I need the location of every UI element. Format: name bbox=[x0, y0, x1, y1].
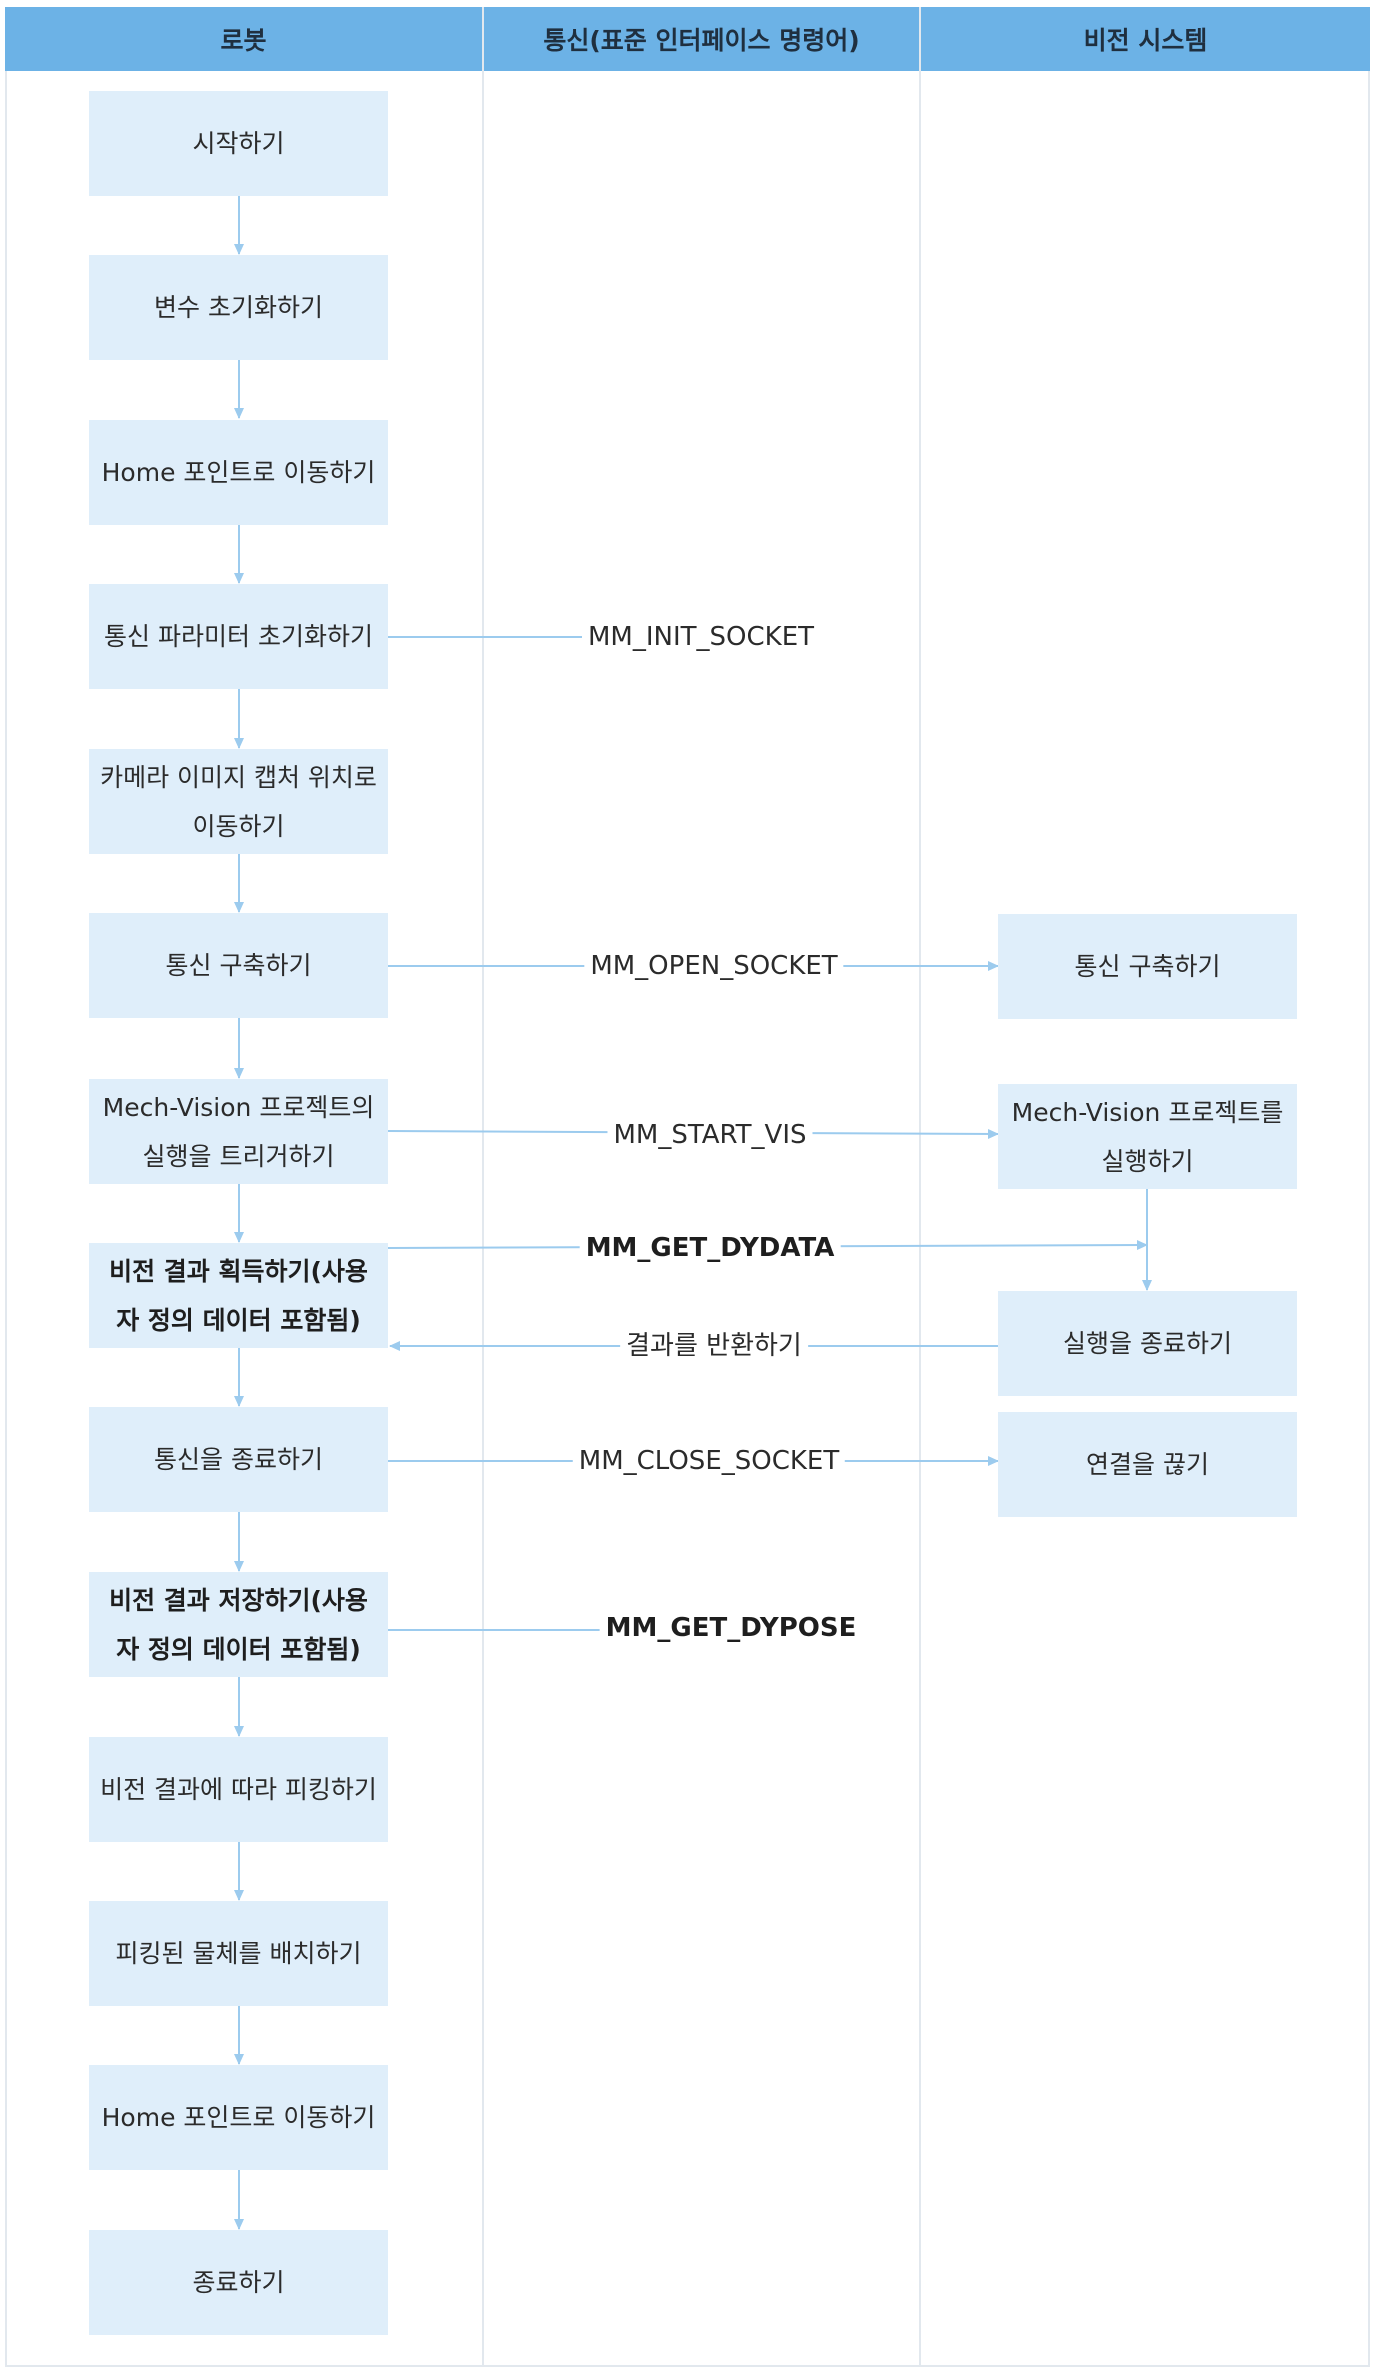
robot-step-init-comm-params: 통신 파라미터 초기화하기 bbox=[89, 584, 388, 689]
robot-step-move-home: Home 포인트로 이동하기 bbox=[89, 420, 388, 525]
command-start-vis: MM_START_VIS bbox=[607, 1118, 813, 1152]
command-get-dypose: MM_GET_DYPOSE bbox=[599, 1611, 863, 1645]
lane-divider-1 bbox=[482, 7, 484, 2367]
robot-step-init-variables: 변수 초기화하기 bbox=[89, 255, 388, 360]
command-init-socket: MM_INIT_SOCKET bbox=[581, 620, 821, 654]
robot-step-establish-comm: 통신 구축하기 bbox=[89, 913, 388, 1018]
robot-step-end: 종료하기 bbox=[89, 2230, 388, 2335]
robot-step-return-home: Home 포인트로 이동하기 bbox=[89, 2065, 388, 2170]
lane-header-vision-system: 비전 시스템 bbox=[921, 7, 1370, 71]
vision-step-finish-run: 실행을 종료하기 bbox=[998, 1291, 1297, 1396]
robot-step-close-comm: 통신을 종료하기 bbox=[89, 1407, 388, 1512]
vision-step-disconnect: 연결을 끊기 bbox=[998, 1412, 1297, 1517]
vision-step-establish-comm: 통신 구축하기 bbox=[998, 914, 1297, 1019]
lane-header-communication: 통신(표준 인터페이스 명령어) bbox=[484, 7, 919, 71]
robot-step-place: 피킹된 물체를 배치하기 bbox=[89, 1901, 388, 2006]
robot-step-move-capture-pose: 카메라 이미지 캡처 위치로 이동하기 bbox=[89, 749, 388, 854]
robot-step-trigger-project: Mech-Vision 프로젝트의 실행을 트리거하기 bbox=[89, 1079, 388, 1184]
robot-step-pick: 비전 결과에 따라 피킹하기 bbox=[89, 1737, 388, 1842]
robot-step-get-vision-result: 비전 결과 획득하기(사용자 정의 데이터 포함됨) bbox=[89, 1243, 388, 1348]
lane-header-robot: 로봇 bbox=[5, 7, 482, 71]
vision-step-run-project: Mech-Vision 프로젝트를 실행하기 bbox=[998, 1084, 1297, 1189]
command-get-dydata: MM_GET_DYDATA bbox=[579, 1231, 841, 1265]
command-open-socket: MM_OPEN_SOCKET bbox=[584, 949, 844, 983]
lane-divider-2 bbox=[919, 7, 921, 2367]
command-return-result: 결과를 반환하기 bbox=[620, 1329, 808, 1363]
robot-step-start: 시작하기 bbox=[89, 91, 388, 196]
robot-step-save-vision-result: 비전 결과 저장하기(사용자 정의 데이터 포함됨) bbox=[89, 1572, 388, 1677]
command-close-socket: MM_CLOSE_SOCKET bbox=[572, 1444, 846, 1478]
